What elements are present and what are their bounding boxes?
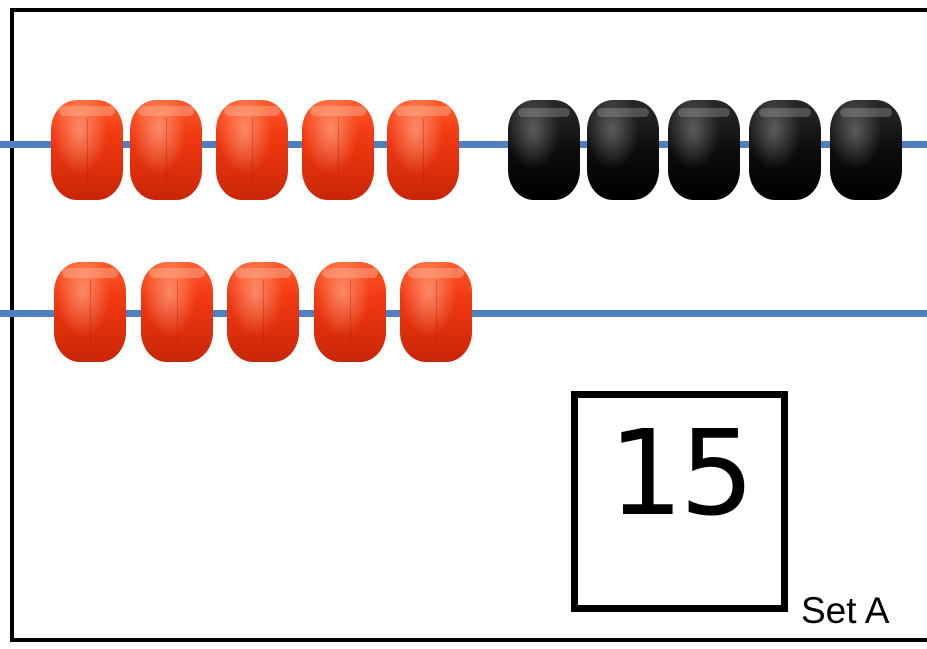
black-bead [668, 100, 740, 200]
black-bead [587, 100, 659, 200]
red-bead [227, 262, 299, 362]
red-bead [314, 262, 386, 362]
red-bead [54, 262, 126, 362]
red-bead [302, 100, 374, 200]
red-bead [130, 100, 202, 200]
black-bead [508, 100, 580, 200]
number-box: 15 [571, 391, 788, 612]
red-bead [400, 262, 472, 362]
black-bead [830, 100, 902, 200]
red-bead [141, 262, 213, 362]
red-bead [216, 100, 288, 200]
set-label: Set A [801, 592, 889, 629]
red-bead [51, 100, 123, 200]
black-bead [749, 100, 821, 200]
red-bead [387, 100, 459, 200]
number-value: 15 [578, 414, 781, 532]
